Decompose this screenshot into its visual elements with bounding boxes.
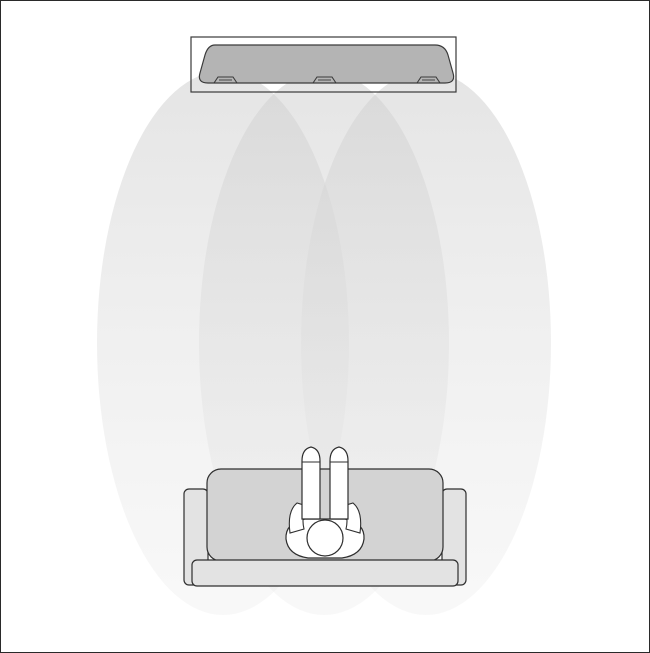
soundbar-icon	[190, 36, 457, 93]
driver-left-icon	[213, 76, 238, 84]
sofa-icon	[183, 468, 467, 587]
listener-top-view-icon	[285, 446, 365, 559]
listener-leg-right	[329, 446, 349, 520]
soundbar-body	[198, 44, 455, 84]
soundbar-frame	[190, 36, 457, 93]
listener-head	[306, 519, 344, 557]
driver-right-icon	[416, 76, 441, 84]
listener-leg-left	[301, 446, 321, 520]
sofa-seat	[191, 559, 459, 587]
driver-center-icon	[312, 76, 337, 84]
